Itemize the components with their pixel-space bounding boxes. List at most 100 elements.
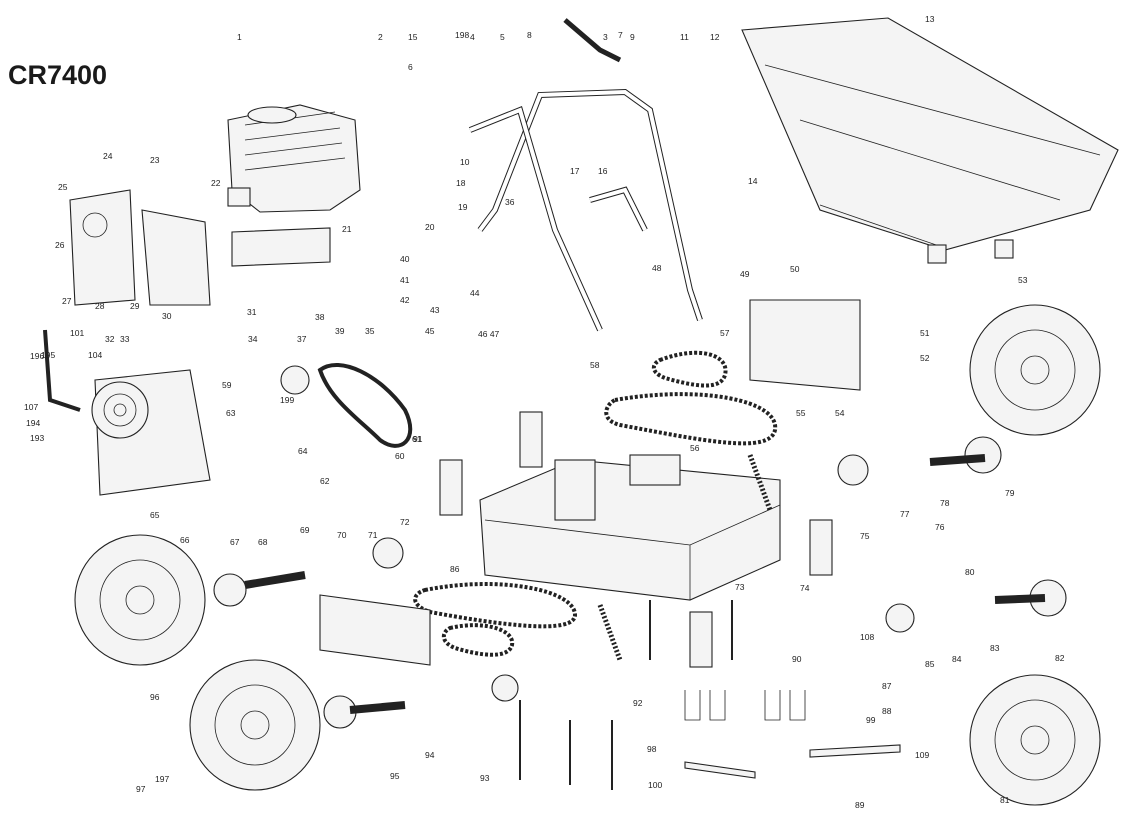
callout-15: 15 (408, 32, 418, 42)
chassis-frame (479, 454, 781, 601)
callout-16: 16 (598, 166, 608, 176)
callout-195: 195 (41, 350, 55, 360)
chain-lower (441, 623, 515, 657)
callout-51: 51 (920, 328, 930, 338)
callout-31: 31 (247, 307, 257, 317)
callout-73: 73 (735, 582, 745, 592)
plate-small-2 (439, 459, 463, 516)
callout-76: 76 (935, 522, 945, 532)
chain-58 (604, 392, 778, 446)
callout-40: 40 (400, 254, 410, 264)
callout-64: 64 (298, 446, 308, 456)
callout-26: 26 (55, 240, 65, 250)
callout-78: 78 (940, 498, 950, 508)
callout-6: 6 (408, 62, 413, 72)
sprocket-2 (837, 454, 869, 486)
axle-2 (349, 701, 406, 714)
callout-2: 2 (378, 32, 383, 42)
callout-58: 58 (590, 360, 600, 370)
callout-29: 29 (130, 301, 140, 311)
callout-4: 4 (470, 32, 475, 42)
sprocket-3 (491, 674, 519, 702)
callout-68: 68 (258, 537, 268, 547)
callout-89: 89 (855, 800, 865, 810)
callout-199: 199 (280, 395, 294, 405)
callout-22: 22 (211, 178, 221, 188)
hub-1 (213, 573, 247, 607)
callout-77: 77 (900, 509, 910, 519)
callout-53: 53 (1018, 275, 1028, 285)
callout-41: 41 (400, 275, 410, 285)
callout-7: 7 (618, 30, 623, 40)
callout-37: 37 (297, 334, 307, 344)
callout-193: 193 (30, 433, 44, 443)
callout-32: 32 (105, 334, 115, 344)
callout-72: 72 (400, 517, 410, 527)
crank-lever (43, 329, 81, 412)
callout-48: 48 (652, 263, 662, 273)
axle-1 (244, 571, 306, 589)
callout-33: 33 (120, 334, 130, 344)
callout-90: 90 (792, 654, 802, 664)
spring-1 (747, 454, 773, 511)
gearbox (91, 369, 211, 496)
callout-27: 27 (62, 296, 72, 306)
wheel-top-right (969, 304, 1101, 436)
callout-92: 92 (633, 698, 643, 708)
callout-28: 28 (95, 301, 105, 311)
callout-91: 91 (413, 434, 423, 444)
callout-12: 12 (710, 32, 720, 42)
callout-97: 97 (136, 784, 146, 794)
callout-49: 49 (740, 269, 750, 279)
callout-21: 21 (342, 224, 352, 234)
callout-108: 108 (860, 632, 874, 642)
callout-50: 50 (790, 264, 800, 274)
callout-81: 81 (1000, 795, 1010, 805)
drive-belt (317, 363, 413, 448)
callout-57: 57 (720, 328, 730, 338)
plate-small-4 (809, 519, 833, 576)
callout-83: 83 (990, 643, 1000, 653)
chain-57 (651, 350, 728, 388)
handle-frame (468, 88, 703, 332)
callout-43: 43 (430, 305, 440, 315)
callout-54: 54 (835, 408, 845, 418)
sprocket-1 (372, 537, 404, 569)
callout-197: 197 (155, 774, 169, 784)
callout-69: 69 (300, 525, 310, 535)
wheel-bottom-right (969, 674, 1101, 806)
callout-196: 196 (30, 351, 44, 361)
callout-61: 61 (412, 434, 422, 444)
side-cover-23 (141, 209, 211, 306)
plate-50 (749, 299, 861, 391)
bar-100 (684, 761, 756, 779)
engine (227, 104, 361, 213)
callout-56: 56 (690, 443, 700, 453)
callout-18: 18 (456, 178, 466, 188)
plate-small (519, 411, 543, 468)
callout-44: 44 (470, 288, 480, 298)
sprocket-4 (885, 603, 915, 633)
callout-19: 19 (458, 202, 468, 212)
callout-52: 52 (920, 353, 930, 363)
callout-87: 87 (882, 681, 892, 691)
bar-99 (809, 744, 901, 758)
callout-82: 82 (1055, 653, 1065, 663)
callout-5: 5 (500, 32, 505, 42)
callout-20: 20 (425, 222, 435, 232)
axle-4 (994, 594, 1046, 604)
callout-24: 24 (103, 151, 113, 161)
callout-75: 75 (860, 531, 870, 541)
model-title: CR7400 (8, 60, 108, 90)
callout-42: 42 (400, 295, 410, 305)
pulley (280, 365, 310, 395)
control-lever (563, 18, 622, 63)
wheel-left (74, 534, 206, 666)
callout-63: 63 (226, 408, 236, 418)
callout-88: 88 (882, 706, 892, 716)
callout-30: 30 (162, 311, 172, 321)
callout-10: 10 (460, 157, 470, 167)
callout-93: 93 (480, 773, 490, 783)
callout-74: 74 (800, 583, 810, 593)
chain-80 (413, 582, 578, 629)
